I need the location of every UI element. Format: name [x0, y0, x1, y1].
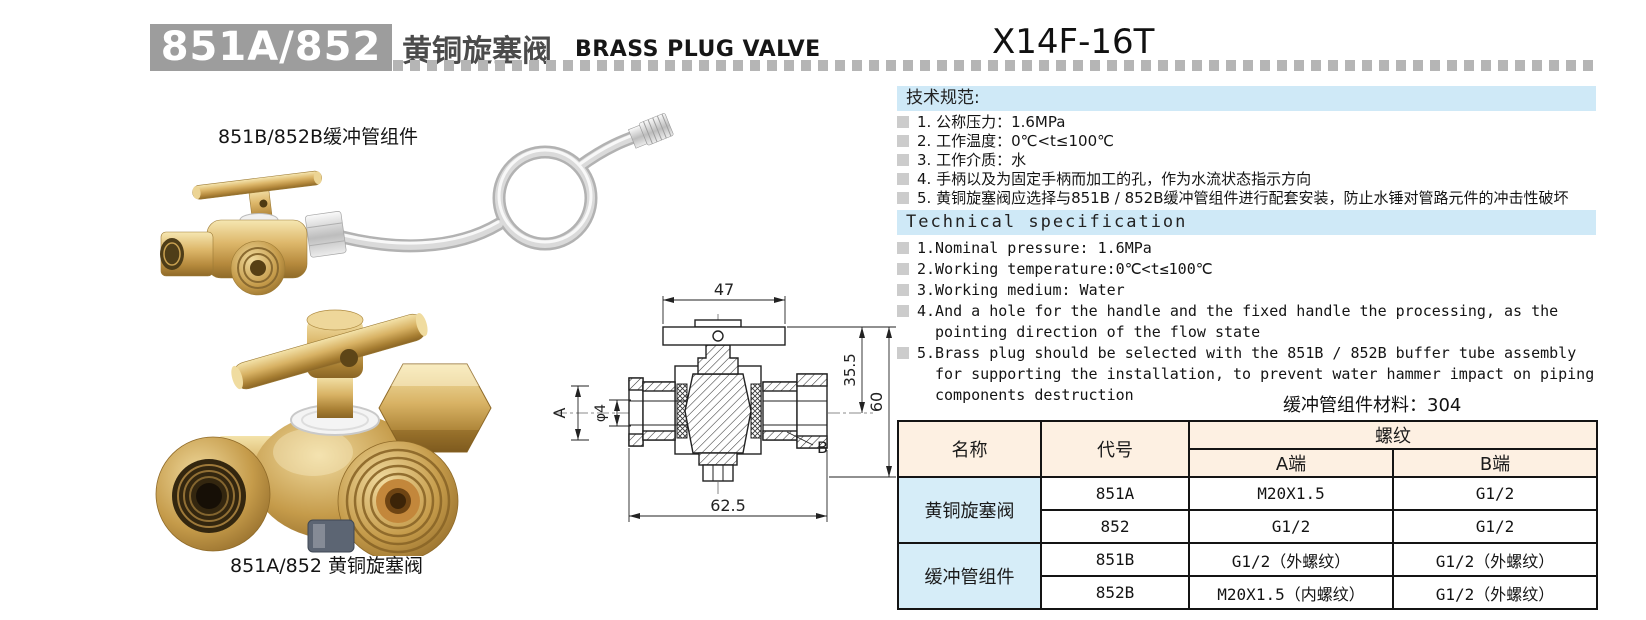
handle-hole — [340, 349, 358, 367]
spec-heading-en: Technical specification — [897, 210, 1596, 235]
spec-item: 1. 公称压力：1.6MPa — [897, 113, 1596, 132]
product-code: X14F-16T — [992, 22, 1155, 62]
b-end-cell: G1/2（外螺纹） — [1392, 542, 1598, 577]
spec-list-en: 1.Nominal pressure: 1.6MPa 2.Working tem… — [897, 238, 1596, 406]
table-row: 黄铜旋塞阀 851A M20X1.5 G1/2 — [897, 476, 1598, 544]
stem — [317, 376, 353, 418]
valve-cross-section-drawing: 47 35.5 60 62.5 φ4 A B — [550, 280, 896, 522]
spec-text: 1.Nominal pressure: 1.6MPa — [917, 239, 1152, 257]
dimension-lines — [571, 296, 896, 522]
a-end-cell: G1/2 — [1188, 509, 1394, 544]
spec-item: 3. 工作介质：水 — [897, 151, 1596, 170]
square-bullet-icon — [897, 135, 909, 147]
table-row: 852B M20X1.5（内螺纹） G1/2（外螺纹） — [898, 575, 1598, 610]
spec-text: 3. 工作介质：水 — [917, 151, 1027, 169]
plug-valve-photo — [155, 309, 492, 556]
tube-junction-nut — [305, 211, 347, 258]
col-header-a-end: A端 — [1188, 448, 1394, 478]
group-name-cell: 缓冲管组件 — [897, 542, 1042, 610]
table-subheader-row: A端 B端 — [898, 448, 1598, 478]
spec-item: 1.Nominal pressure: 1.6MPa — [897, 238, 1596, 259]
table-row: 852 G1/2 G1/2 — [898, 509, 1598, 544]
dim-62-5: 62.5 — [710, 496, 746, 515]
square-bullet-icon — [897, 154, 909, 166]
spec-text: 4. 手柄以及为固定手柄而加工的孔，作为水流状态指示方向 — [917, 170, 1312, 188]
hex-nut — [378, 363, 492, 453]
b-end-cell: G1/2 — [1392, 509, 1598, 544]
thread-spec-table: 名称 代号 螺纹 A端 B端 黄铜旋塞阀 851A M20X1.5 G1/2 8… — [897, 420, 1598, 610]
b-end-cell: G1/2 — [1392, 476, 1598, 511]
col-header-thread: 螺纹 — [1188, 420, 1598, 450]
dim-35-5: 35.5 — [841, 353, 859, 386]
table-header-row: 名称 代号 螺纹 — [897, 420, 1598, 478]
spec-text: 3.Working medium: Water — [917, 281, 1125, 299]
spec-list-zh: 1. 公称压力：1.6MPa 2. 工作温度：0℃<t≤100℃ 3. 工作介质… — [897, 113, 1596, 208]
spec-text: 5. 黄铜旋塞阀应选择与851B / 852B缓冲管组件进行配套安装，防止水锤对… — [917, 189, 1569, 207]
square-bullet-icon — [897, 305, 909, 317]
dim-47: 47 — [714, 280, 734, 299]
col-header-code: 代号 — [1040, 420, 1190, 478]
dim-phi4: φ4 — [593, 404, 609, 422]
a-end-cell: G1/2（外螺纹） — [1188, 542, 1394, 577]
buffer-assembly-caption: 851B/852B缓冲管组件 — [218, 126, 419, 148]
a-end-cell: M20X1.5（内螺纹） — [1188, 575, 1394, 610]
label-b: B — [817, 438, 828, 457]
spec-item: 2. 工作温度：0℃<t≤100℃ — [897, 132, 1596, 151]
square-bullet-icon — [897, 263, 909, 275]
square-bullet-icon — [897, 347, 909, 359]
spec-item: 4. 手柄以及为固定手柄而加工的孔，作为水流状态指示方向 — [897, 170, 1596, 189]
spec-item: 5.Brass plug should be selected with the… — [897, 343, 1596, 406]
bottom-nut — [307, 519, 355, 553]
square-bullet-icon — [897, 116, 909, 128]
spec-text: 4.And a hole for the handle and the fixe… — [917, 302, 1559, 341]
front-flange — [230, 240, 286, 296]
code-cell: 852 — [1040, 509, 1190, 544]
spec-heading-zh: 技术规范: — [897, 86, 1596, 111]
female-port — [155, 436, 271, 552]
valve-caption: 851A/852 黄铜旋塞阀 — [230, 555, 423, 577]
dotted-divider — [393, 60, 1596, 71]
dimension-labels: 47 35.5 60 62.5 φ4 A B — [550, 280, 886, 515]
table-row: 缓冲管组件 851B G1/2（外螺纹） G1/2（外螺纹） — [897, 542, 1598, 610]
col-header-b-end: B端 — [1392, 448, 1598, 478]
dim-60: 60 — [867, 392, 886, 412]
model-code-badge: 851A/852 — [150, 24, 392, 71]
small-plug-valve — [160, 170, 323, 296]
female-port — [160, 231, 214, 277]
b-end-cell: G1/2（外螺纹） — [1392, 575, 1598, 610]
code-cell: 852B — [1040, 575, 1190, 610]
spec-item: 3.Working medium: Water — [897, 280, 1596, 301]
valve-section — [628, 319, 828, 482]
square-bullet-icon — [897, 173, 909, 185]
material-note: 缓冲管组件材料：304 — [1283, 395, 1462, 416]
page-title-en: BRASS PLUG VALVE — [575, 37, 821, 62]
code-cell: 851B — [1040, 542, 1190, 577]
label-a: A — [550, 407, 569, 418]
spec-item: 4.And a hole for the handle and the fixe… — [897, 301, 1596, 343]
square-bullet-icon — [897, 242, 909, 254]
tube-end-fitting — [628, 113, 674, 149]
code-cell: 851A — [1040, 476, 1190, 511]
spec-item: 5. 黄铜旋塞阀应选择与851B / 852B缓冲管组件进行配套安装，防止水锤对… — [897, 189, 1596, 208]
spec-text: 2. 工作温度：0℃<t≤100℃ — [917, 132, 1114, 150]
t-handle — [231, 309, 428, 390]
front-flange — [337, 440, 459, 556]
square-bullet-icon — [897, 192, 909, 204]
spec-item: 2.Working temperature:0℃<t≤100℃ — [897, 259, 1596, 280]
spec-text: 1. 公称压力：1.6MPa — [917, 113, 1066, 131]
a-end-cell: M20X1.5 — [1188, 476, 1394, 511]
buffer-tube-assembly-photo — [160, 113, 674, 296]
spec-text: 2.Working temperature:0℃<t≤100℃ — [917, 260, 1213, 278]
col-header-name: 名称 — [897, 420, 1042, 478]
group-name-cell: 黄铜旋塞阀 — [897, 476, 1042, 544]
spec-text: 5.Brass plug should be selected with the… — [917, 344, 1595, 404]
square-bullet-icon — [897, 284, 909, 296]
